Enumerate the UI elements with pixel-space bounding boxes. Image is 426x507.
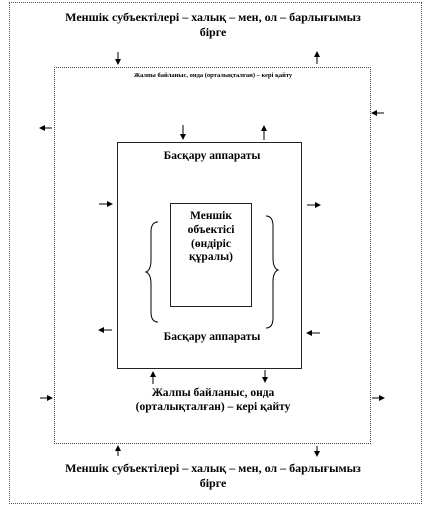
middle-frame: [54, 67, 371, 444]
left-brace: [144, 221, 159, 323]
outer-frame: [9, 2, 422, 504]
owners-label-top: Меншік субъектілері – халық – мен, ол – …: [65, 10, 361, 39]
management-label-bottom: Басқару аппараты: [163, 331, 261, 343]
feedback-label-top: Жалпы байланыс, онда (орталықталған) – к…: [133, 72, 293, 79]
right-brace: [265, 215, 280, 329]
management-label-top: Басқару аппараты: [163, 150, 261, 162]
inner-frame: [117, 142, 302, 369]
owners-label-bottom: Меншік субъектілері – халық – мен, ол – …: [65, 461, 361, 490]
feedback-label-bottom: Жалпы байланыс, онда (орталықталған) – к…: [135, 387, 291, 414]
core-box: [170, 203, 252, 307]
property-object-label: Меншік объектісі (өндіріс құралы): [187, 210, 235, 264]
